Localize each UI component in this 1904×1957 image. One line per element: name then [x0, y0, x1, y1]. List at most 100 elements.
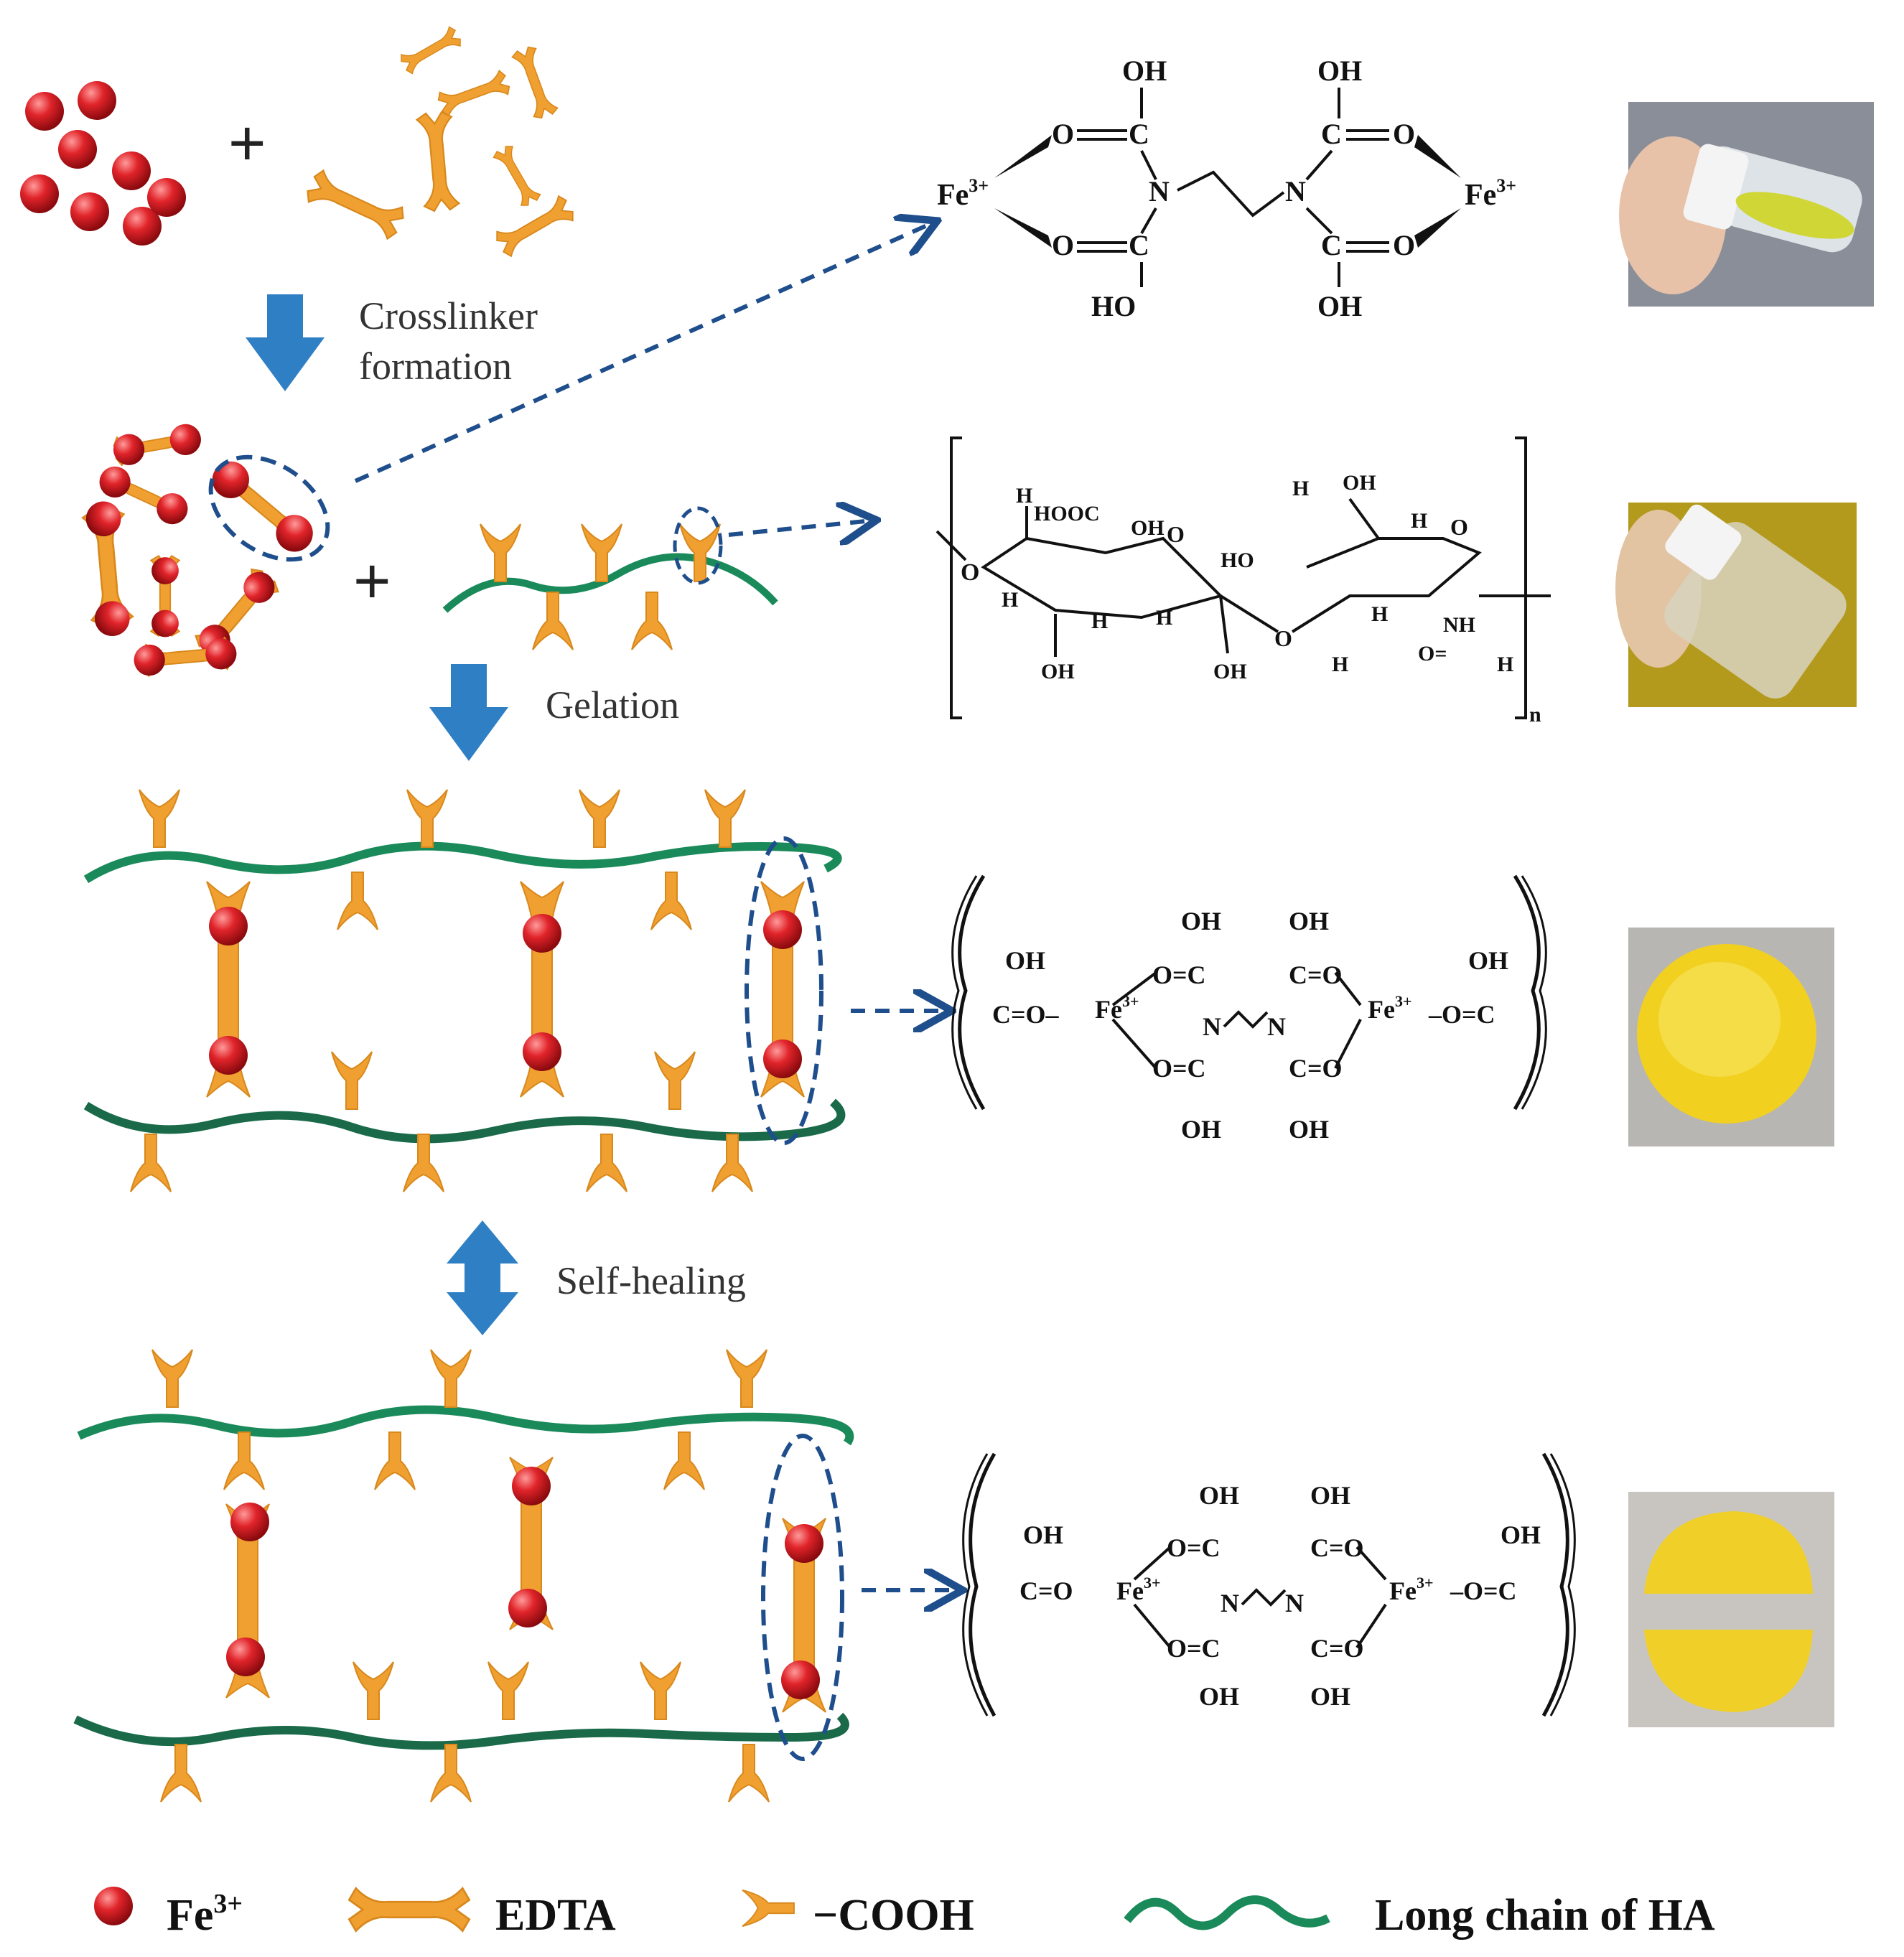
oh-label: OH: [1041, 660, 1075, 683]
o-eq-c-label: O=C: [1167, 1634, 1221, 1663]
c-label: C: [1129, 118, 1149, 150]
oh-label: OH: [1199, 1682, 1239, 1711]
nh-label: NH: [1443, 613, 1475, 637]
fe-label: Fe3+: [1465, 175, 1516, 212]
ho-label: HO: [1221, 548, 1254, 572]
o-label: O: [1274, 625, 1292, 651]
h-label: H: [1497, 653, 1513, 676]
oh-label: OH: [1310, 1481, 1350, 1510]
h-label: H: [1016, 484, 1032, 508]
legend-ha-label: Long chain of HA: [1375, 1891, 1715, 1940]
oh-label: OH: [1289, 907, 1329, 935]
legend-cooh-swatch: [742, 1889, 795, 1928]
h-label: H: [1002, 588, 1018, 612]
ha-structure: n O H HOOC OH O H H H OH OH O HO H OH H …: [935, 436, 1551, 727]
photo-ha-solution: [1615, 503, 1857, 707]
n-subscript: n: [1529, 703, 1541, 727]
free-edta-molecules: [302, 24, 578, 259]
c-label: C: [1129, 229, 1149, 261]
o-eq-c-label: –O=C: [1428, 1000, 1495, 1029]
oh-label: OH: [1213, 660, 1247, 683]
oh-label: OH: [1023, 1521, 1063, 1549]
free-fe-ions: [20, 81, 186, 246]
crosslinker-label-1: Crosslinker: [359, 294, 538, 337]
broken-crosslink-structure: OH C=O Fe3+ OH O=C N O=C OH OH C=O N C=O…: [962, 1452, 1576, 1717]
o-label: O: [961, 559, 979, 586]
n-label: N: [1267, 1012, 1286, 1041]
crosslinker-highlight: [208, 454, 330, 562]
o-eq-c-label: O=C: [1152, 1054, 1206, 1083]
oh-label: OH: [1181, 1115, 1221, 1144]
legend: Fe3+ EDTA −COOH Long chain of HA: [94, 1887, 1715, 1940]
c-eq-o-label: C=O: [1289, 961, 1343, 989]
c-eq-o-label: C=O–: [992, 1000, 1060, 1029]
c-eq-o-label: C=O: [1310, 1634, 1364, 1663]
gelation-label: Gelation: [546, 683, 679, 727]
oh-label: OH: [1317, 290, 1362, 322]
o-eq-c-label: O=C: [1167, 1533, 1221, 1562]
n-label: N: [1285, 1589, 1304, 1617]
oh-label: OH: [1289, 1115, 1329, 1144]
legend-cooh-label: −COOH: [813, 1891, 974, 1940]
o-label: O: [1393, 229, 1415, 261]
h-label: H: [1371, 602, 1388, 626]
oh-label: OH: [1199, 1481, 1239, 1510]
oh-label: OH: [1131, 516, 1165, 540]
oh-label: OH: [1343, 471, 1376, 495]
fe-label: Fe3+: [1116, 1574, 1161, 1605]
o-label: O: [1052, 118, 1074, 150]
broken-network: [73, 1349, 854, 1803]
plus-sign-1: +: [228, 108, 266, 179]
cooh-highlight: [673, 506, 723, 585]
fe-label: Fe3+: [1095, 992, 1139, 1024]
crosslinker-arrow: [246, 294, 325, 391]
n-label: N: [1285, 175, 1306, 207]
n-label: N: [1203, 1012, 1221, 1041]
h-label: H: [1091, 609, 1108, 633]
oh-label: OH: [1317, 55, 1362, 87]
self-healing-label: Self-healing: [556, 1259, 746, 1302]
h-label: H: [1156, 606, 1172, 630]
legend-fe-swatch: [94, 1887, 133, 1925]
gel-crosslink-structure: OH C=O– Fe3+ OH O=C N O=C OH OH C=O N C=…: [951, 874, 1547, 1144]
crosslinker-label-2: formation: [359, 345, 512, 388]
legend-edta-swatch: [347, 1887, 471, 1933]
o-label: O: [1450, 514, 1468, 540]
broken-crosslink-highlight: [761, 1434, 844, 1761]
oh-label: OH: [1468, 946, 1508, 975]
o-eq-label: O=: [1418, 642, 1447, 665]
fe-label: Fe3+: [1389, 1574, 1434, 1605]
hooc-label: HOOC: [1034, 502, 1100, 526]
o-label: O: [1167, 521, 1185, 547]
c-eq-o-label: C=O: [1019, 1577, 1073, 1605]
gelation-arrow: [429, 664, 508, 761]
legend-ha-swatch: [1124, 1895, 1330, 1930]
c-label: C: [1321, 118, 1342, 150]
photo-fe-edta-solution: [1619, 102, 1874, 307]
o-label: O: [1393, 118, 1415, 150]
photo-hydrogel-intact: [1628, 928, 1834, 1146]
gel-crosslink-highlight: [745, 836, 823, 1145]
ho-label: HO: [1091, 290, 1136, 322]
oh-label: OH: [1181, 907, 1221, 935]
oh-label: OH: [1122, 55, 1167, 87]
dashed-arrow-ha: [728, 520, 872, 535]
gel-network: [83, 789, 846, 1192]
legend-fe-label: Fe3+: [167, 1889, 243, 1940]
photo-hydrogel-cut: [1628, 1492, 1834, 1727]
o-eq-c-label: –O=C: [1450, 1577, 1517, 1605]
oh-label: OH: [1310, 1682, 1350, 1711]
legend-edta-label: EDTA: [495, 1891, 616, 1940]
h-label: H: [1332, 653, 1348, 676]
ha-chain-free: [442, 523, 778, 650]
h-label: H: [1292, 477, 1309, 500]
c-label: C: [1321, 229, 1342, 261]
plus-sign-2: +: [353, 546, 391, 617]
o-eq-c-label: O=C: [1152, 961, 1206, 989]
fe-label: Fe3+: [1368, 992, 1412, 1024]
fe-edta-structure: OH OH O C C O Fe3+ Fe3+ N N O C C O HO O…: [937, 55, 1516, 322]
oh-label: OH: [1005, 946, 1045, 975]
c-eq-o-label: C=O: [1310, 1533, 1364, 1562]
self-healing-arrow: [447, 1220, 518, 1335]
